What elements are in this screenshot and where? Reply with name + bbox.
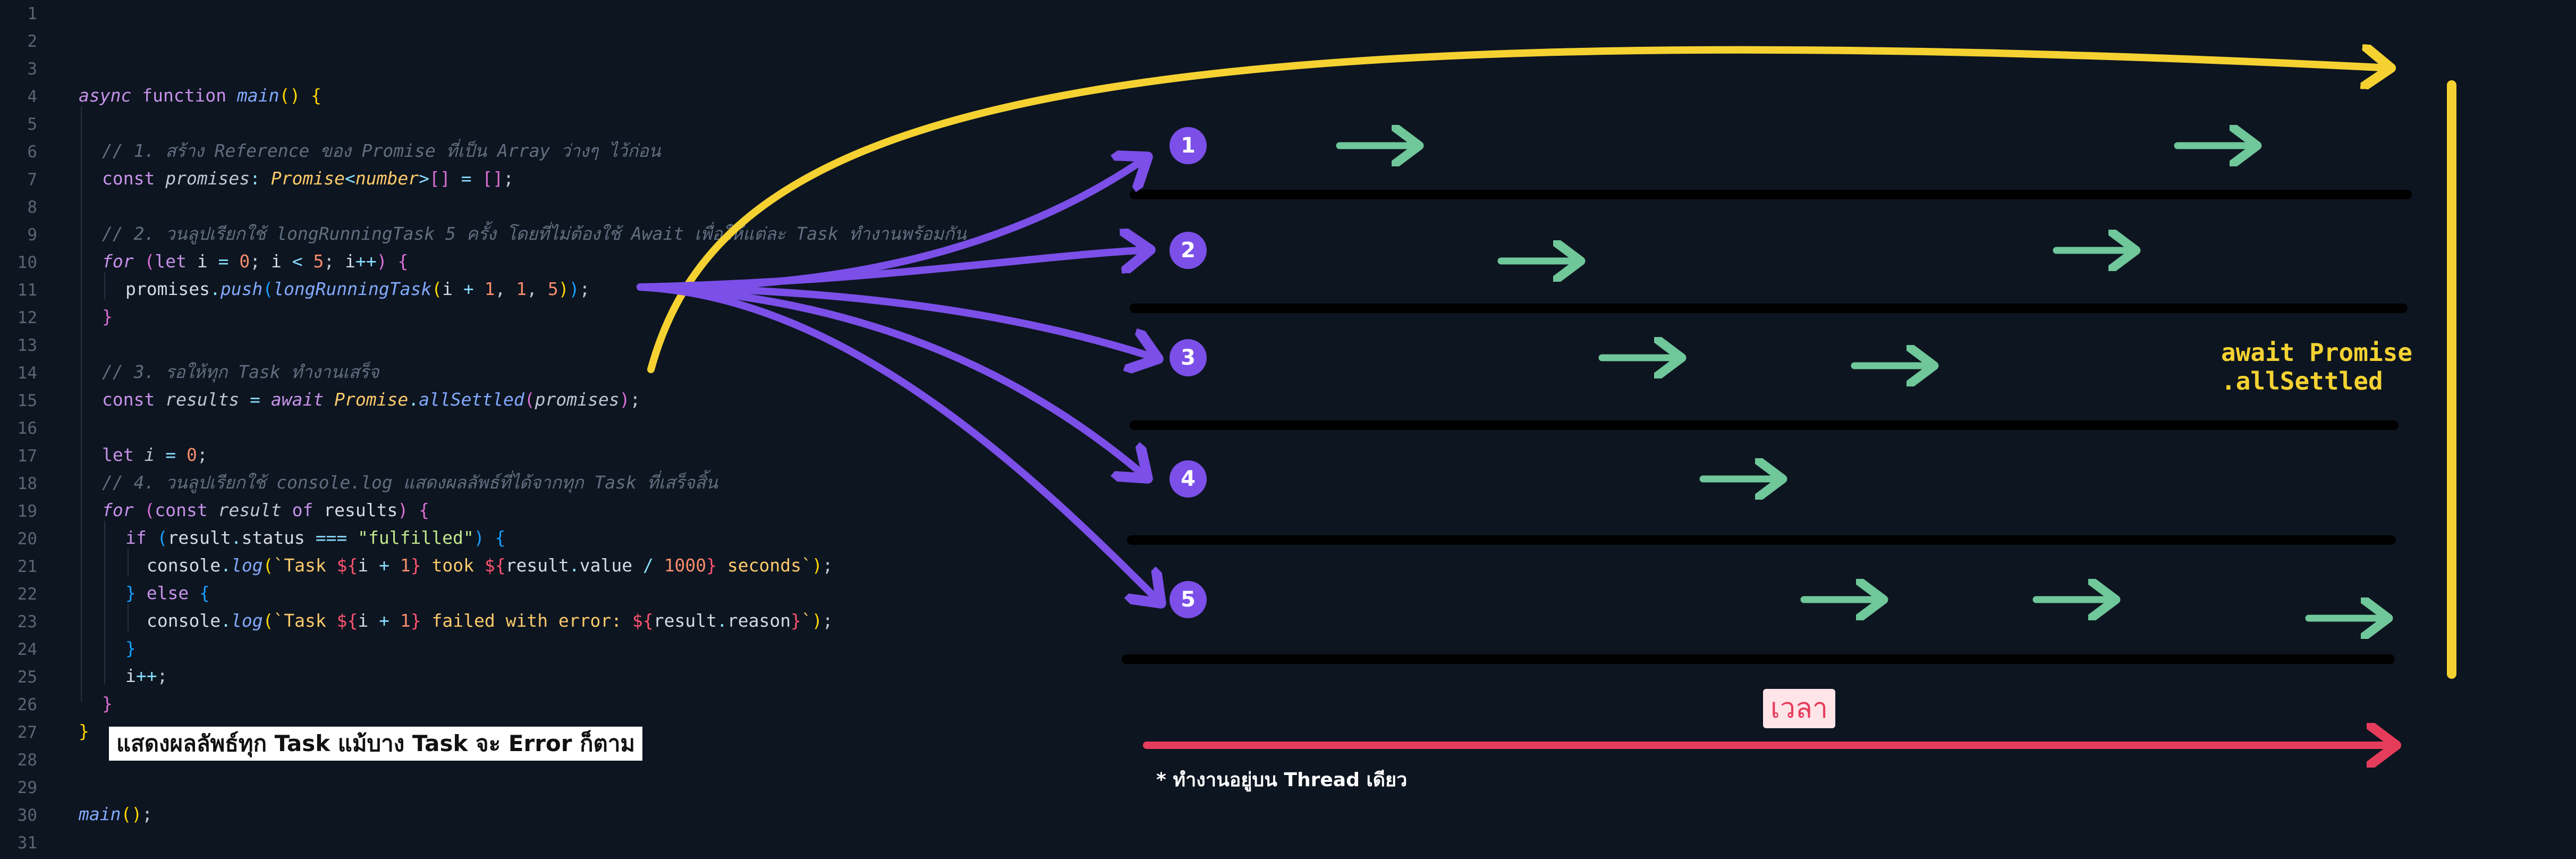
task-progress-arrows [1336,146,2388,618]
line-number: 10 [17,253,37,272]
code-line-21: console.log(`Task ${i + 1} took ${result… [147,555,833,576]
code-line-22: } else { [125,583,210,603]
code-line-24: } [125,638,136,659]
line-number: 5 [27,115,37,134]
line-number: 26 [17,695,37,714]
code-line-4: async function main() { [79,85,322,106]
indent-guide [128,549,129,576]
line-number: 6 [27,142,37,162]
caption-label: แสดงผลลัพธ์ทุก Task แม้บาง Task จะ Error… [109,727,643,761]
line-number: 20 [17,529,37,549]
line-number: 23 [17,612,37,631]
task-badge-3: 3 [1170,339,1207,376]
line-number: 12 [17,308,37,327]
line-number: 25 [17,668,37,687]
code-line-11: promises.push(longRunningTask(i + 1, 1, … [125,279,590,299]
line-number: 9 [27,225,37,245]
code-line-6: // 1. สร้าง Reference ของ Promise ที่เป็… [102,140,661,161]
code-line-20: if (result.status === "fulfilled") { [125,527,506,548]
task-badge-2: 2 [1170,232,1207,269]
single-thread-note: * ทำงานอยู่บน Thread เดียว [1156,769,1408,791]
fan-arrow-5 [637,283,1161,603]
code-line-17: let i = 0; [102,444,208,465]
yellow-arc-arrow [647,50,2391,373]
line-number: 15 [17,391,37,410]
code-line-26: } [102,693,113,714]
line-number: 4 [27,87,37,106]
code-line-18: // 4. วนลูปเรียกใช้ console.log แสดงผลลั… [102,472,718,493]
code-line-15: const results = await Promise.allSettled… [102,389,641,410]
fan-arrow-1 [637,157,1148,291]
code-line-27: } [79,721,89,742]
task-badge-5: 5 [1170,581,1207,618]
line-number: 11 [17,281,37,300]
code-line-14: // 3. รอให้ทุก Task ทำงานเสร็จ [102,361,379,382]
code-line-23: console.log(`Task ${i + 1} failed with e… [147,610,833,631]
line-number: 1 [27,4,37,23]
indent-guide [81,106,82,702]
fan-arrow-3 [637,283,1158,359]
line-number: 21 [17,557,37,576]
code-line-25: i++; [125,666,168,686]
line-number: 16 [17,419,37,438]
line-number: 27 [17,723,37,742]
purple-fan-arrows [637,157,1161,603]
line-number: 18 [17,474,37,493]
indent-guide [128,604,129,631]
time-label: เวลา [1763,689,1836,728]
line-number: 7 [27,170,37,189]
code-line-10: for (let i = 0; i < 5; i++) { [102,251,409,272]
indent-guide [104,521,105,685]
line-number: 19 [17,502,37,521]
line-number: 13 [17,336,37,355]
task-badge-4: 4 [1170,460,1207,498]
line-number: 28 [17,751,37,770]
line-number: 2 [27,32,37,51]
await-allsettled-label: await Promise .allSettled [2221,338,2413,395]
line-number: 8 [27,198,37,217]
line-number: 14 [17,364,37,383]
line-number: 31 [17,833,37,853]
line-number: 24 [17,640,37,659]
code-line-12: } [102,306,113,327]
fan-arrow-2 [637,250,1150,291]
line-number: 3 [27,60,37,79]
line-number: 22 [17,585,37,604]
lane-separators [1122,190,2412,664]
code-line-30: main(); [79,804,153,824]
fan-arrow-4 [637,283,1148,478]
line-number: 17 [17,447,37,466]
task-badge-1: 1 [1170,127,1207,164]
line-number: 29 [17,778,37,797]
line-number: 30 [17,806,37,825]
code-line-9: // 2. วนลูปเรียกใช้ longRunningTask 5 คร… [102,223,967,244]
code-line-19: for (const result of results) { [102,500,429,520]
indent-guide [104,272,105,300]
code-line-7: const promises: Promise<number>[] = []; [102,168,514,189]
